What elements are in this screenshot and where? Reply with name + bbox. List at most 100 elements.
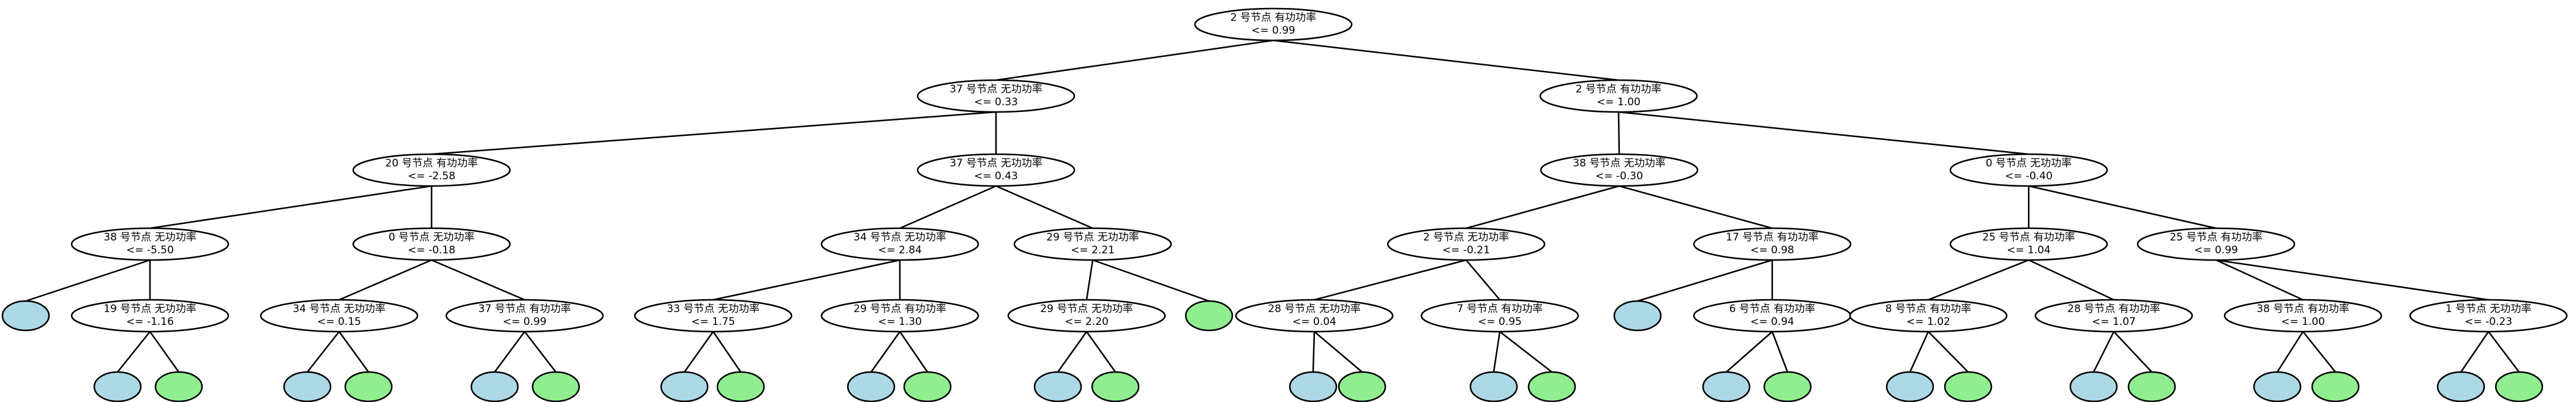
decision-node-n19: 33 号节点 无功功率<= 1.75 — [634, 299, 793, 333]
leaf-green-shape — [154, 371, 203, 402]
leaf-node-n42 — [1091, 371, 1140, 402]
edge-n7-n15 — [25, 259, 151, 302]
decision-shape — [2223, 299, 2383, 333]
split-feature-label: 1 号节点 无功功率 — [2446, 303, 2532, 315]
leaf-node-n40 — [903, 371, 952, 402]
leaf-green-shape — [2495, 371, 2544, 402]
split-feature-label: 34 号节点 无功功率 — [853, 231, 946, 244]
split-feature-label: 19 号节点 无功功率 — [103, 303, 196, 315]
leaf-node-n15 — [1, 300, 50, 332]
split-feature-label: 7 号节点 有功功率 — [1457, 303, 1543, 315]
edge-n12-n25 — [1637, 259, 1773, 302]
leaf-blue-shape — [2253, 371, 2302, 402]
leaf-node-n33 — [283, 371, 332, 402]
leaf-node-n31 — [93, 371, 142, 402]
edge-n29-n53 — [2276, 331, 2304, 373]
split-threshold-label: <= 0.99 — [1251, 24, 1295, 37]
edge-n5-n12 — [1619, 185, 1773, 229]
decision-shape — [352, 153, 511, 187]
decision-shape — [634, 299, 793, 333]
leaf-node-n49 — [1885, 371, 1934, 402]
split-threshold-label: <= 0.04 — [1292, 316, 1336, 328]
decision-shape — [2409, 299, 2568, 333]
split-threshold-label: <= -0.23 — [2465, 316, 2512, 328]
split-threshold-label: <= 1.07 — [2092, 316, 2136, 328]
leaf-blue-shape — [93, 371, 142, 402]
leaf-blue-shape — [1469, 371, 1518, 402]
edge-n0-n1 — [995, 39, 1274, 81]
split-threshold-label: <= 1.75 — [691, 316, 735, 328]
leaf-blue-shape — [2069, 371, 2118, 402]
decision-node-n2: 2 号节点 有功功率<= 1.00 — [1539, 79, 1698, 113]
decision-shape — [820, 299, 979, 333]
decision-node-n9: 34 号节点 无功功率<= 2.84 — [820, 227, 979, 261]
leaf-blue-shape — [660, 371, 709, 402]
leaf-node-n54 — [2311, 371, 2360, 402]
split-threshold-label: <= 0.99 — [2194, 244, 2238, 256]
leaf-node-n44 — [1338, 371, 1387, 402]
decision-shape — [70, 227, 230, 261]
split-threshold-label: <= 0.33 — [974, 96, 1018, 108]
leaf-node-n56 — [2495, 371, 2544, 402]
edge-n8-n17 — [339, 259, 432, 301]
leaf-green-shape — [2127, 371, 2176, 402]
leaf-blue-shape — [1033, 371, 1082, 402]
edge-n1-n3 — [431, 111, 997, 155]
edge-n9-n19 — [713, 259, 900, 301]
edge-n18-n35 — [493, 331, 526, 373]
split-feature-label: 33 号节点 无功功率 — [667, 303, 759, 315]
split-threshold-label: <= -5.50 — [126, 244, 174, 256]
leaf-green-shape — [1763, 371, 1812, 402]
decision-node-n6: 0 号节点 无功功率<= -0.40 — [1949, 153, 2108, 187]
split-feature-label: 28 号节点 有功功率 — [2067, 303, 2160, 315]
decision-node-n23: 28 号节点 无功功率<= 0.04 — [1235, 299, 1394, 333]
edge-n27-n49 — [1909, 331, 1930, 373]
leaf-node-n46 — [1527, 371, 1576, 402]
leaf-blue-shape — [2436, 371, 2485, 402]
edge-n20-n39 — [870, 331, 901, 373]
edge-n11-n24 — [1466, 259, 1500, 300]
edge-n28-n52 — [2113, 331, 2152, 373]
split-threshold-label: <= -0.21 — [1442, 244, 1490, 256]
edge-n27-n50 — [1928, 331, 1969, 373]
split-threshold-label: <= 1.00 — [2281, 316, 2325, 328]
edge-n6-n14 — [2028, 185, 2217, 229]
edge-n29-n54 — [2302, 331, 2336, 373]
decision-node-n10: 29 号节点 无功功率<= 2.21 — [1013, 227, 1172, 261]
leaf-blue-shape — [283, 371, 332, 402]
leaf-node-n55 — [2436, 371, 2485, 402]
split-feature-label: 8 号节点 有功功率 — [1885, 303, 1972, 315]
decision-shape — [2034, 299, 2193, 333]
split-feature-label: 28 号节点 无功功率 — [1268, 303, 1360, 315]
leaf-green-shape — [531, 371, 580, 402]
decision-node-n12: 17 号节点 有功功率<= 0.98 — [1693, 227, 1852, 261]
split-threshold-label: <= 0.94 — [1750, 316, 1794, 328]
edge-n21-n42 — [1085, 331, 1117, 373]
edge-n4-n10 — [995, 185, 1093, 229]
edge-n19-n37 — [683, 331, 714, 373]
decision-node-n11: 2 号节点 无功功率<= -0.21 — [1387, 227, 1546, 261]
leaf-node-n50 — [1944, 371, 1993, 402]
decision-shape — [1420, 299, 1579, 333]
edge-n26-n48 — [1771, 331, 1789, 373]
edge-n10-n22 — [1092, 259, 1210, 302]
leaf-node-n25 — [1613, 300, 1662, 332]
decision-node-n17: 34 号节点 无功功率<= 0.15 — [260, 299, 419, 333]
split-threshold-label: <= 2.21 — [1071, 244, 1115, 256]
split-threshold-label: <= -0.30 — [1595, 170, 1643, 182]
leaf-node-n36 — [531, 371, 580, 402]
leaf-node-n32 — [154, 371, 203, 402]
leaf-node-n34 — [344, 371, 393, 402]
leaf-node-n48 — [1763, 371, 1812, 402]
decision-shape — [445, 299, 604, 333]
edge-n14-n30 — [2215, 259, 2489, 301]
decision-node-n29: 38 号节点 有功功率<= 1.00 — [2223, 299, 2383, 333]
leaf-node-n45 — [1469, 371, 1518, 402]
leaf-node-n47 — [1702, 371, 1751, 402]
split-threshold-label: <= 0.99 — [503, 316, 547, 328]
edge-n26-n47 — [1726, 331, 1773, 373]
leaf-green-shape — [1091, 371, 1140, 402]
edge-n28-n51 — [2092, 331, 2115, 373]
decision-shape — [1949, 153, 2108, 187]
